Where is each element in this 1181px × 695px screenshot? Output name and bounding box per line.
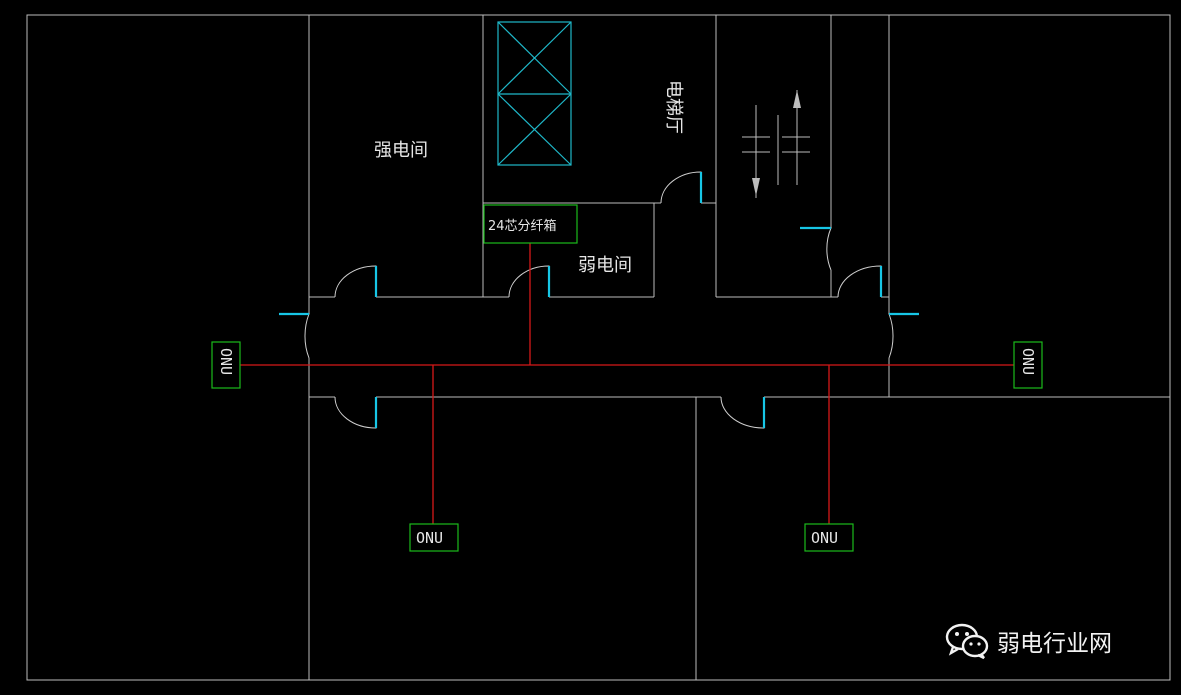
stair-symbol <box>742 90 810 198</box>
onu-bottom-right: ONU <box>804 523 854 552</box>
onu-left-label: ONU <box>217 348 235 375</box>
elevator-room-label: 电梯厅 <box>663 80 684 134</box>
elevator-shaft <box>497 21 572 166</box>
watermark: 弱电行业网 <box>945 622 1112 660</box>
outer-boundary <box>26 14 1171 681</box>
onu-bottom-left: ONU <box>409 523 459 552</box>
onu-left: ONU <box>211 341 241 389</box>
watermark-text: 弱电行业网 <box>997 631 1112 657</box>
fiber-distribution-box: 24芯分纤箱 <box>483 204 578 244</box>
weak-room-label: 弱电间 <box>578 255 632 276</box>
onu-bottom-left-label: ONU <box>416 529 443 547</box>
onu-right: ONU <box>1013 341 1043 389</box>
doors <box>279 171 919 429</box>
strong-room-label: 强电间 <box>374 140 428 161</box>
fiber-cabling <box>240 243 1014 524</box>
wechat-icon <box>945 623 989 660</box>
onu-right-label: ONU <box>1019 348 1037 375</box>
onu-bottom-right-label: ONU <box>811 529 838 547</box>
fiber-box-label: 24芯分纤箱 <box>488 218 557 234</box>
